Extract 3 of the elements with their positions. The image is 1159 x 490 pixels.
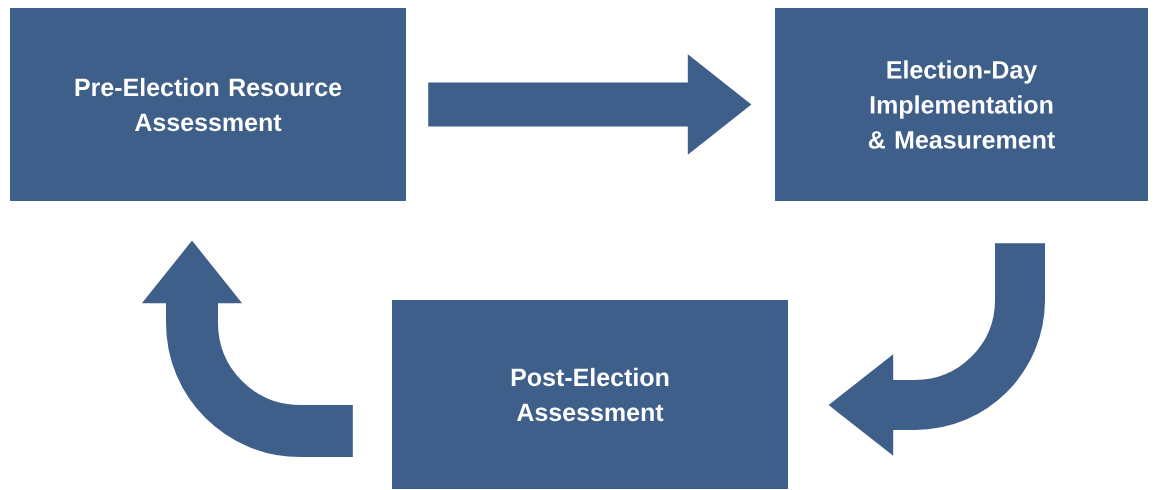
process-box: Post-Election Assessment [392,300,788,489]
process-box: Pre-Election Resource Assessment [10,8,406,201]
process-box: Election-Day Implementation & Measurement [775,8,1148,201]
